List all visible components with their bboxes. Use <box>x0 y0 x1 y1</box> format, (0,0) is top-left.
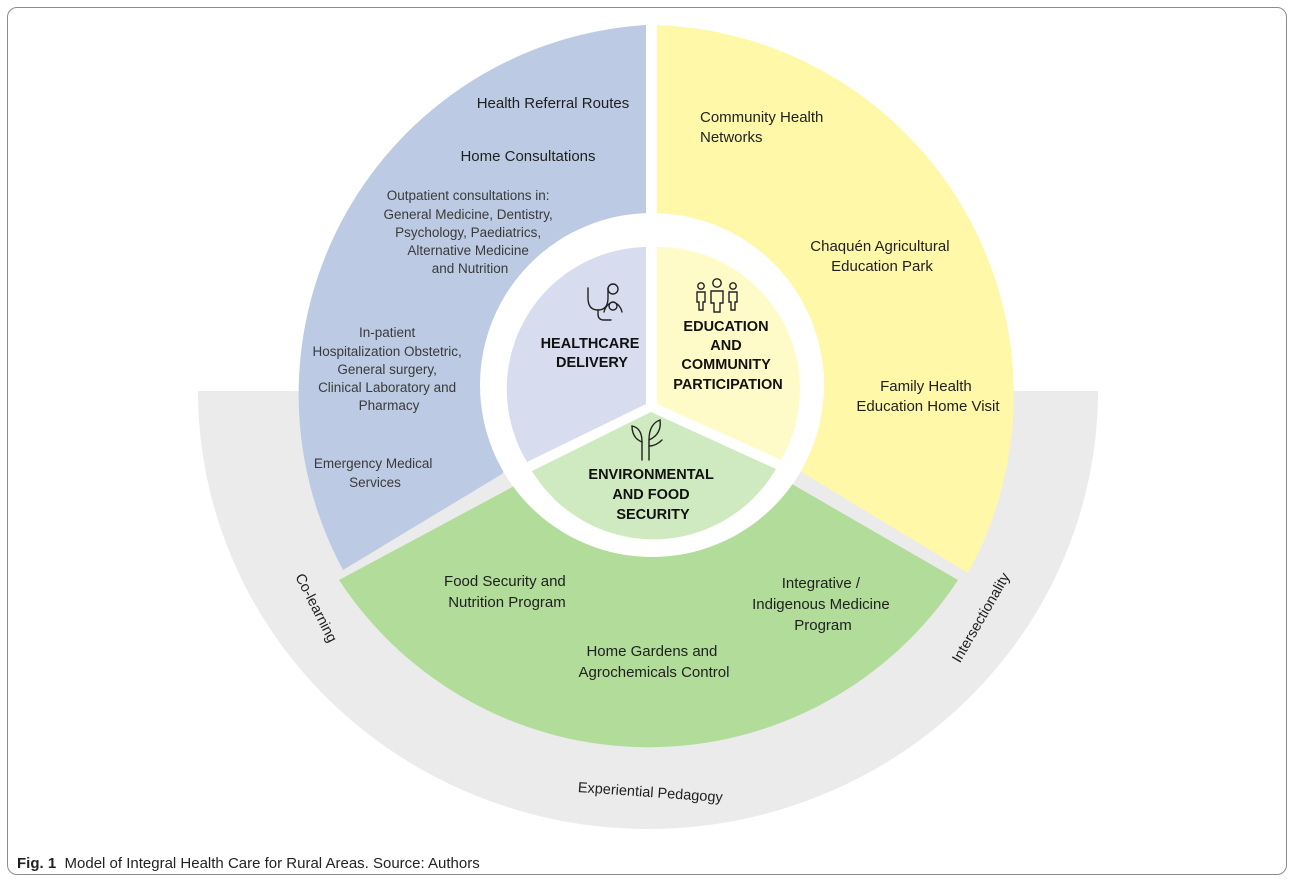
sprout-icon <box>631 419 663 461</box>
hub-education-sector <box>657 246 801 460</box>
hub-healthcare-label: HEALTHCARE DELIVERY <box>541 336 644 371</box>
stethoscope-icon <box>587 283 623 321</box>
label-food-security-program: Food Security and Nutrition Program <box>444 573 570 611</box>
people-icon <box>696 278 738 313</box>
figure-frame <box>7 7 1287 875</box>
label-emergency-services: Emergency Medical Services <box>314 456 436 490</box>
label-community-health-networks: Community Health Networks <box>700 109 828 146</box>
label-outpatient-consultations: Outpatient consultations in: General Med… <box>383 188 556 276</box>
label-home-gardens: Home Gardens and Agrochemicals Control <box>579 643 730 681</box>
hub-healthcare-sector <box>506 247 646 462</box>
sector-environment <box>339 480 958 748</box>
figure-caption: Fig. 1 Model of Integral Health Care for… <box>17 855 480 872</box>
figure-caption-text: Model of Integral Health Care for Rural … <box>64 855 480 872</box>
hub-environment-label: ENVIRONMENTAL AND FOOD SECURITY <box>588 467 717 523</box>
figure-caption-label: Fig. 1 <box>17 855 57 872</box>
label-health-referral-routes: Health Referral Routes <box>477 95 630 112</box>
label-chaquen-park: Chaquén Agricultural Education Park <box>810 238 953 275</box>
hub-education-label: EDUCATION AND COMMUNITY PARTICIPATION <box>673 319 783 393</box>
label-home-consultations: Home Consultations <box>460 148 595 165</box>
sector-healthcare <box>298 25 646 570</box>
label-inpatient: In-patient Hospitalization Obstetric, Ge… <box>312 325 465 413</box>
hub-environment-sector <box>532 412 776 540</box>
sector-education <box>657 25 1014 573</box>
label-family-health-visit: Family Health Education Home Visit <box>856 378 1000 415</box>
label-integrative-medicine: Integrative / Indigenous Medicine Progra… <box>752 575 894 634</box>
